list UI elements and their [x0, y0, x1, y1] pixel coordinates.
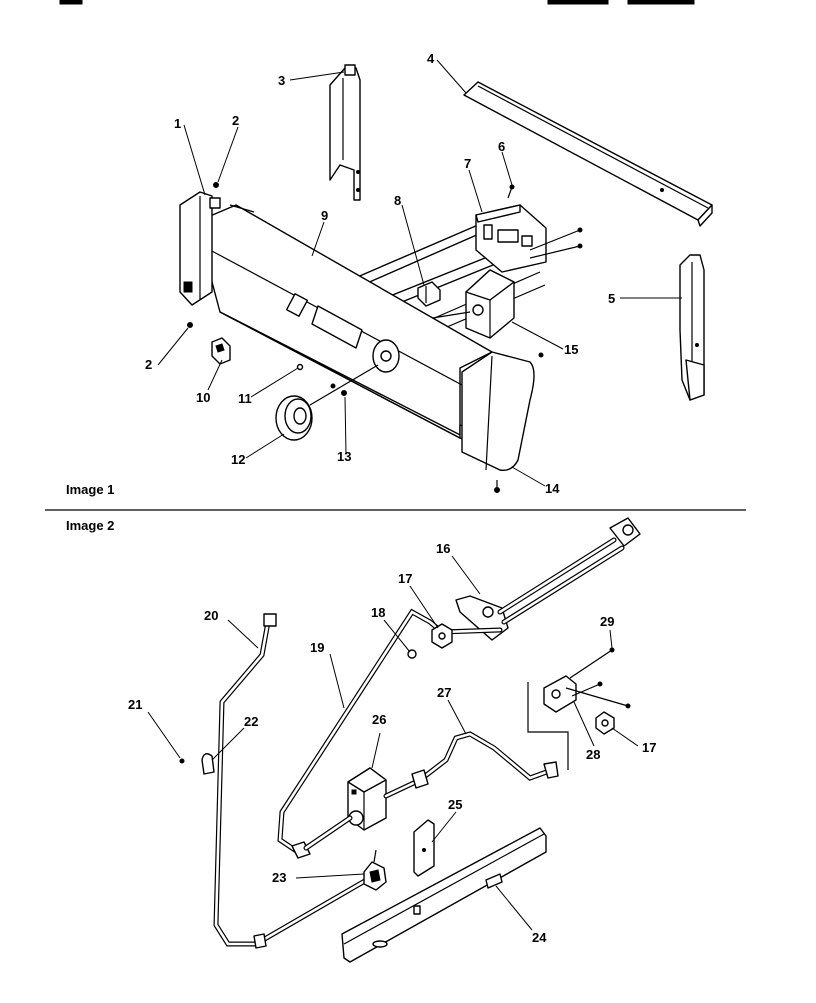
part-11-screw — [296, 363, 304, 371]
part-12-knob — [275, 364, 379, 441]
section-label-image-1: Image 1 — [66, 482, 114, 497]
part-17-nut-lower — [595, 711, 615, 735]
callout-8: 8 — [394, 193, 401, 208]
image-2-leader-lines — [147, 555, 639, 931]
callout-14: 14 — [545, 481, 560, 496]
part-3-bracket — [329, 64, 361, 201]
callout-21: 21 — [128, 697, 142, 712]
callout-25: 25 — [448, 797, 462, 812]
part-16-manifold-bracket — [455, 517, 641, 641]
callout-10: 10 — [196, 390, 210, 405]
callout-17-top: 17 — [398, 571, 412, 586]
callout-20: 20 — [204, 608, 218, 623]
part-5-side-bracket — [679, 254, 705, 401]
callout-1: 1 — [174, 116, 181, 131]
callout-11: 11 — [238, 391, 252, 406]
callout-7: 7 — [464, 156, 471, 171]
callout-17-lower: 17 — [642, 740, 656, 755]
part-29-screw — [569, 647, 615, 679]
callout-6: 6 — [498, 139, 505, 154]
callout-4: 4 — [427, 51, 435, 66]
callout-2-top: 2 — [232, 113, 239, 128]
part-15-control-switch — [419, 269, 515, 339]
callout-29: 29 — [600, 614, 614, 629]
part-1-left-end-cap — [179, 191, 221, 306]
image-2-assembly — [147, 517, 641, 963]
part-4-top-trim — [463, 81, 713, 227]
part-9-control-panel — [195, 204, 493, 443]
callout-15: 15 — [564, 342, 578, 357]
part-28-bracket-plate — [527, 675, 631, 770]
part-24-lower-panel — [341, 827, 547, 963]
part-22-clip — [201, 753, 215, 775]
part-2-screw-bottom — [187, 322, 193, 328]
part-7-terminal-block — [475, 204, 583, 273]
callout-24: 24 — [532, 930, 547, 945]
part-26-regulator — [303, 767, 423, 851]
part-6-screw — [507, 184, 515, 199]
section-label-image-2: Image 2 — [66, 518, 114, 533]
part-8-switch — [417, 281, 441, 307]
part-10-rocker-switch — [211, 337, 231, 365]
callout-19: 19 — [310, 640, 324, 655]
callout-5: 5 — [608, 291, 615, 306]
callout-28: 28 — [586, 747, 600, 762]
part-27-gas-tube — [411, 731, 559, 789]
part-25-bracket — [413, 819, 435, 877]
section-labels: Image 1 Image 2 — [66, 482, 114, 533]
callout-9: 9 — [321, 208, 328, 223]
callout-labels: 1 2 2 3 4 5 6 7 8 9 10 11 12 13 14 15 16… — [128, 51, 656, 945]
part-13-screw — [330, 383, 347, 396]
callout-2-bottom: 2 — [145, 357, 152, 372]
callout-27: 27 — [437, 685, 451, 700]
callout-3: 3 — [278, 73, 285, 88]
image-1-assembly — [157, 59, 713, 493]
part-14-right-end-cap — [461, 351, 544, 493]
callout-12: 12 — [231, 452, 245, 467]
callout-22: 22 — [244, 714, 258, 729]
callout-16: 16 — [436, 541, 450, 556]
callout-23: 23 — [272, 870, 286, 885]
callout-13: 13 — [337, 449, 351, 464]
part-2-screw-top — [213, 182, 219, 188]
cropped-header-fragments — [59, 0, 695, 5]
part-23-fitting — [363, 849, 387, 891]
part-20-gas-tube — [213, 613, 373, 949]
part-17-nut-top — [431, 623, 453, 649]
image-1-leader-lines — [157, 59, 682, 487]
part-21-screw — [179, 758, 185, 764]
callout-26: 26 — [372, 712, 386, 727]
callout-18: 18 — [371, 605, 385, 620]
